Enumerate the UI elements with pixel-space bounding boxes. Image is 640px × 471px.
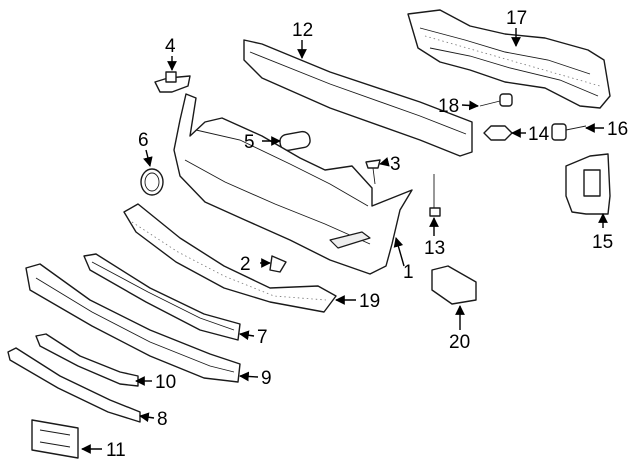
part-bolt-16: [551, 123, 587, 141]
leader-lines: [81, 28, 608, 454]
callout-14: 14: [528, 124, 550, 145]
part-upper-grille: [83, 253, 241, 341]
part-lower-grille: [25, 263, 241, 383]
callout-3: 3: [390, 154, 401, 175]
part-tow-bracket: [565, 153, 611, 215]
part-stud-13: [429, 174, 441, 217]
callout-16: 16: [607, 119, 628, 140]
leader-8: [139, 412, 155, 423]
callout-12: 12: [292, 20, 313, 41]
callout-11: 11: [106, 440, 126, 461]
callout-5: 5: [244, 132, 255, 153]
callout-13: 13: [424, 238, 445, 259]
part-push-pin: [269, 255, 287, 273]
callout-8: 8: [157, 409, 168, 430]
part-impact-bar: [243, 39, 473, 157]
callout-6: 6: [138, 130, 149, 151]
callout-7: 7: [257, 327, 268, 348]
callout-17: 17: [506, 8, 527, 29]
part-energy-absorber: [407, 9, 611, 109]
callout-20: 20: [449, 332, 470, 353]
part-screw-3: [365, 159, 381, 185]
leader-7: [239, 330, 255, 341]
leader-18: [461, 100, 479, 111]
leader-1: [393, 237, 405, 267]
callout-2: 2: [240, 254, 251, 275]
callout-18: 18: [438, 96, 459, 117]
part-clip-4: [154, 71, 191, 93]
part-bracket-20: [431, 265, 477, 305]
callout-labels: 1 2 3 4 5 6 7 8 9 10 11 12 13 14 15 16 1…: [106, 8, 628, 461]
callout-1: 1: [403, 262, 414, 283]
leader-6: [143, 149, 153, 167]
leader-3: [379, 157, 390, 167]
part-grommet: [140, 168, 164, 196]
part-bumper-cover: [173, 93, 413, 275]
part-nut-14: [483, 125, 513, 141]
part-plate-bracket: [31, 419, 79, 459]
part-bolt-18: [479, 93, 513, 107]
leader-9: [239, 371, 259, 382]
callout-4: 4: [165, 36, 176, 57]
callout-10: 10: [155, 372, 176, 393]
callout-9: 9: [261, 368, 272, 389]
callout-19: 19: [359, 291, 380, 312]
callout-15: 15: [592, 232, 613, 253]
